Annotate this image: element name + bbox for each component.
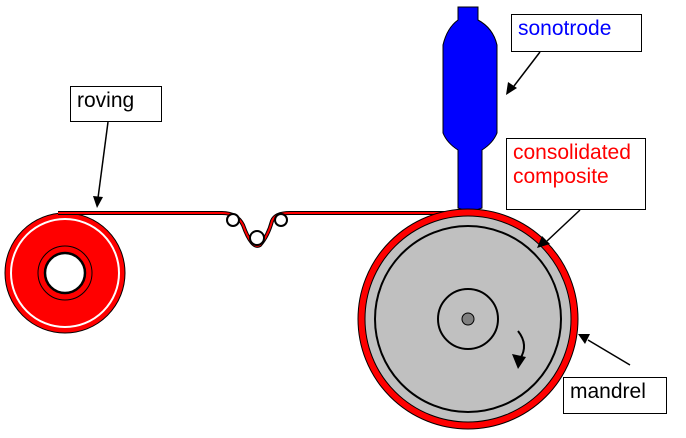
mandrel-axle	[461, 312, 475, 326]
consolidated-composite-label: consolidated composite	[506, 138, 646, 210]
roving-arrowhead-icon	[93, 196, 103, 208]
mandrel-inner-ring	[374, 225, 562, 413]
sonotrode	[442, 6, 498, 211]
sonotrode-body	[442, 6, 498, 211]
mandrel	[357, 208, 579, 430]
roving-spool	[4, 212, 126, 334]
roving-label: roving	[70, 86, 162, 122]
spool-core-hole	[43, 251, 87, 295]
composite-leader-line	[546, 209, 581, 242]
rotation-arrowhead-icon	[512, 354, 526, 369]
sonotrode-label-text: sonotrode	[518, 17, 612, 40]
roving-leader-line	[97, 121, 109, 199]
composite-arrowhead-icon	[537, 236, 550, 248]
leader-arrows	[93, 51, 631, 366]
guide-rollers	[226, 213, 288, 246]
guide-roller-left	[226, 213, 240, 227]
composite-label-line1: consolidated	[513, 141, 631, 164]
composite-label-line2: composite	[513, 165, 609, 188]
sonotrode-arrowhead-icon	[506, 82, 517, 95]
roving-label-text: roving	[77, 89, 135, 112]
guide-roller-right	[274, 213, 288, 227]
spool-ring-white	[10, 218, 120, 328]
sonotrode-label: sonotrode	[511, 14, 642, 52]
guide-roller-bottom	[249, 230, 265, 246]
sonotrode-leader-line	[513, 51, 541, 87]
mandrel-leader-line	[587, 339, 631, 366]
mandrel-arrowhead-icon	[578, 334, 590, 344]
mandrel-label: mandrel	[563, 377, 667, 414]
mandrel-label-text: mandrel	[570, 380, 646, 403]
mandrel-hub-ring	[437, 288, 499, 350]
